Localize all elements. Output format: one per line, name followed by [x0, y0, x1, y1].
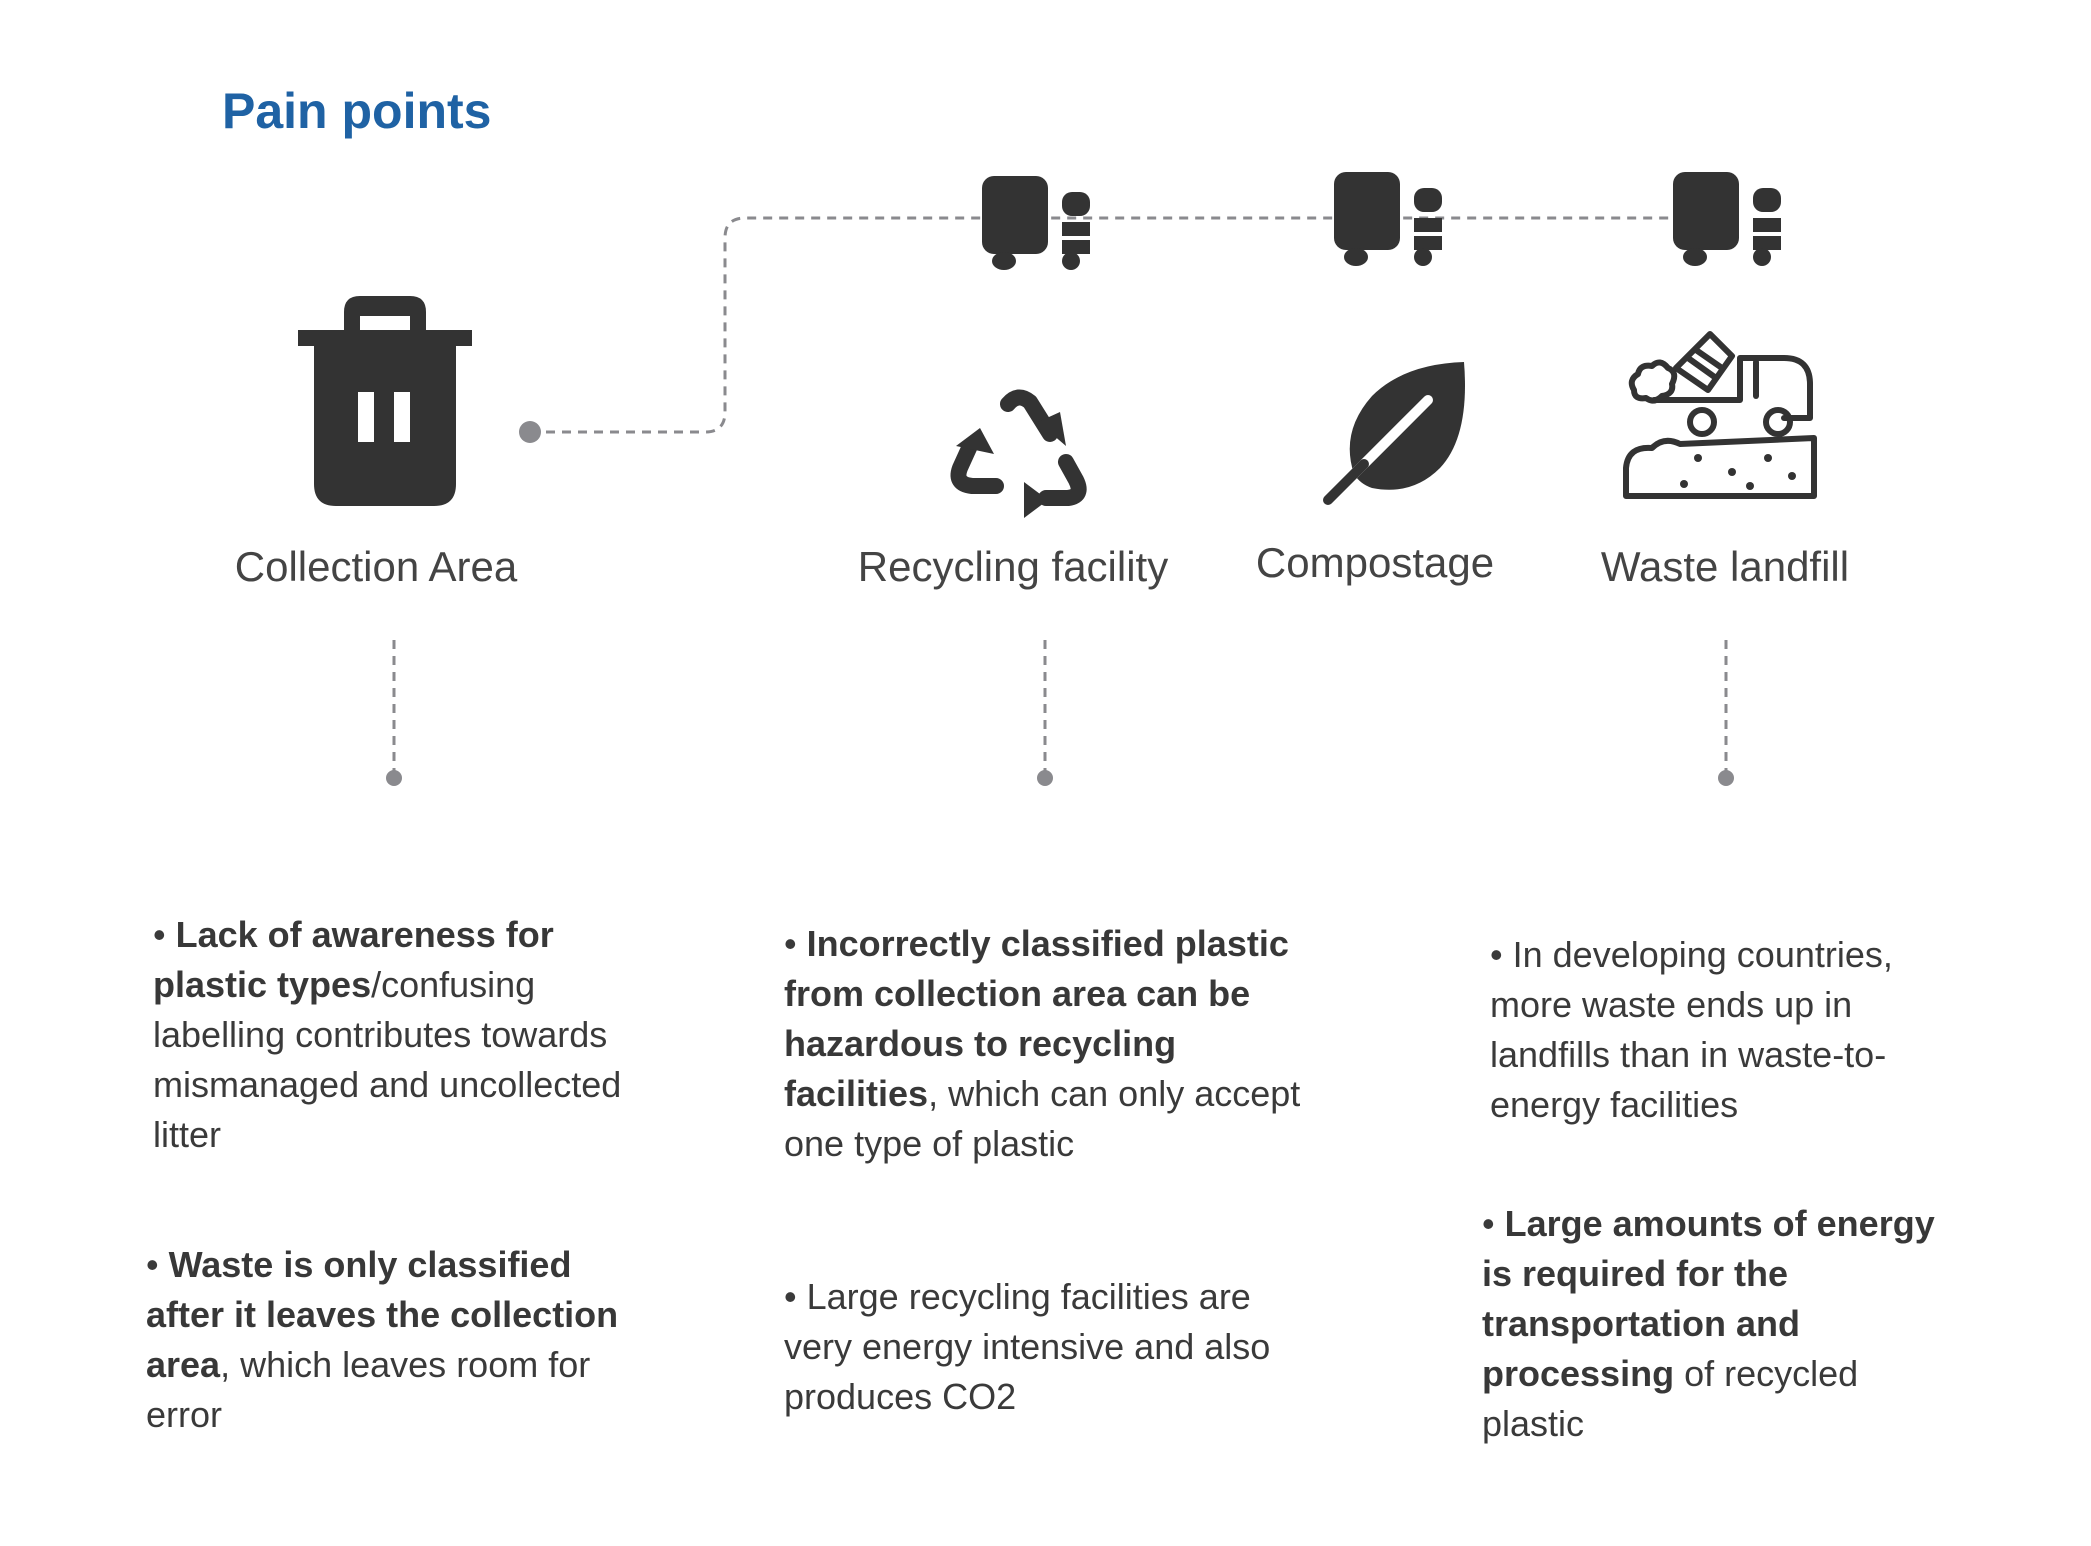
stage-label-recycling-facility: Recycling facility [857, 543, 1169, 590]
collection-drop-dot [386, 770, 402, 786]
bullet: • [1490, 934, 1503, 975]
note-text: , which can only accept one type of plas… [784, 1073, 1301, 1164]
recycle-icon [950, 389, 1087, 518]
note-emphasis: Lack of awareness for plastic types [153, 914, 554, 1005]
recycling-note-2: • Large recycling facilities are very en… [784, 1272, 1304, 1422]
note-emphasis: Incorrectly classified plastic from coll… [784, 923, 1289, 1114]
note-text: of recycled plastic [1482, 1353, 1859, 1444]
dump-truck-landfill-icon [1623, 331, 1817, 499]
landfill-note-1: • In developing countries, more waste en… [1490, 930, 1940, 1130]
collection-note-1: • Lack of awareness for plastic types/co… [153, 910, 653, 1160]
delivery-truck-icon [982, 176, 1090, 270]
landfill-note-2: • Large amounts of energy is required fo… [1482, 1199, 1952, 1449]
delivery-truck-icon [1673, 172, 1781, 266]
collection-note-2: • Waste is only classified after it leav… [146, 1240, 656, 1440]
stage-label-collection-area: Collection Area [234, 543, 518, 590]
recycling-note-1: • Incorrectly classified plastic from co… [784, 919, 1314, 1169]
stage-label-compostage: Compostage [1255, 539, 1495, 586]
bullet: • [146, 1244, 159, 1285]
collection-to-route-connector [530, 216, 1690, 434]
delivery-truck-icon [1334, 172, 1442, 266]
note-text: , which leaves room for error [146, 1344, 591, 1435]
leaf-icon [1323, 362, 1465, 505]
landfill-drop-dot [1718, 770, 1734, 786]
note-emphasis: Waste is only classified after it leaves… [146, 1244, 619, 1385]
collection-node-dot [519, 421, 541, 443]
page-title: Pain points [222, 83, 492, 139]
bullet: • [784, 923, 797, 964]
recycling-drop-dot [1037, 770, 1053, 786]
note-emphasis: Large amounts of energy is required for … [1482, 1203, 1935, 1394]
bullet: • [784, 1276, 797, 1317]
bullet: • [153, 914, 166, 955]
note-text: Large recycling facilities are very ener… [784, 1276, 1271, 1417]
bullet: • [1482, 1203, 1495, 1244]
trash-bin-icon [298, 296, 472, 506]
note-text: In developing countries, more waste ends… [1490, 934, 1893, 1125]
note-text: /confusing labelling contributes towards… [153, 964, 622, 1155]
stage-label-waste-landfill: Waste landfill [1600, 543, 1850, 590]
